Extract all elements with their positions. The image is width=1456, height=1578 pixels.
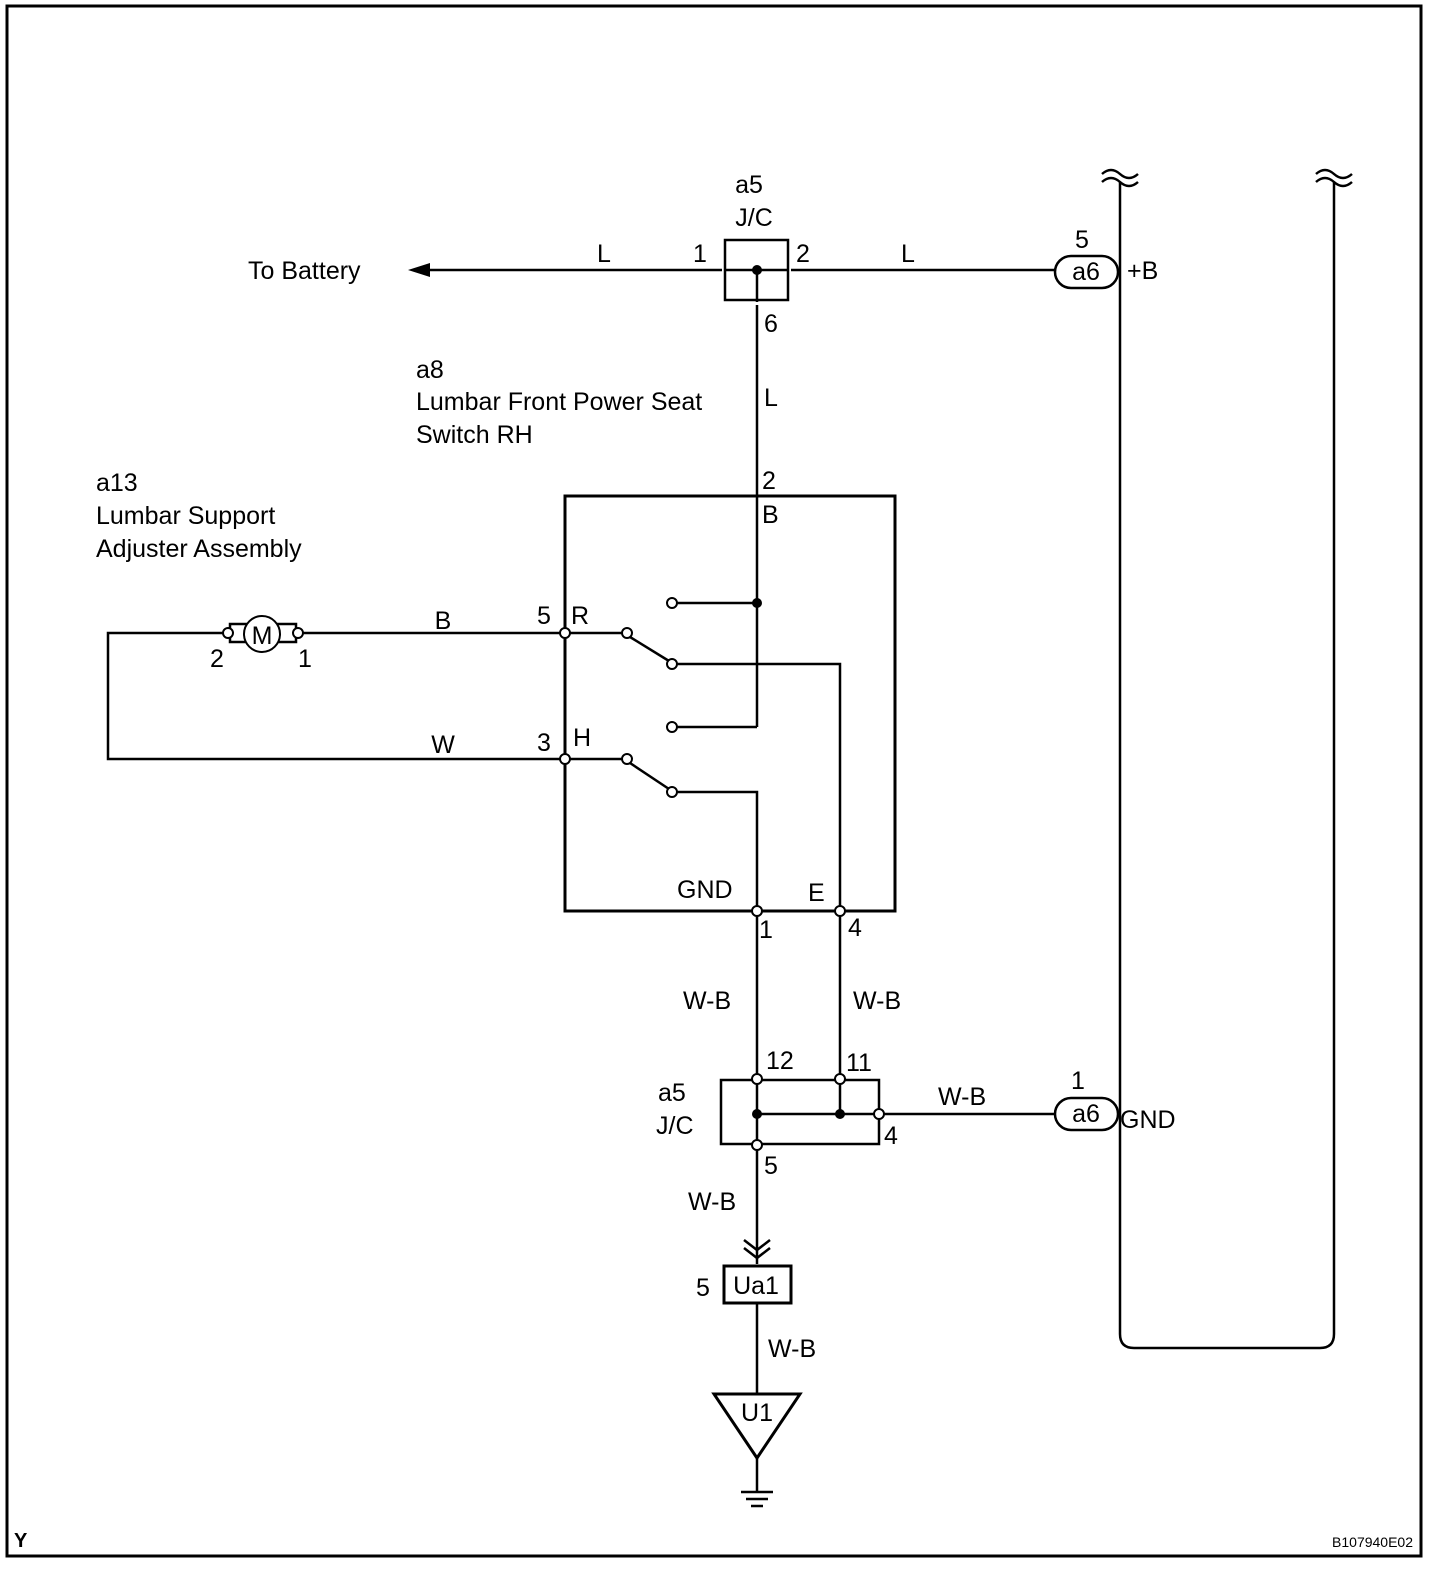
motor-pin-2	[222, 627, 234, 639]
a6-top-signal: +B	[1127, 257, 1158, 285]
motor-icon	[243, 615, 281, 653]
e-wire-color: W-B	[853, 987, 901, 1015]
wire-break-right-icon	[1315, 168, 1353, 188]
gnd-wire-color: W-B	[683, 987, 731, 1015]
corner-mark: Y	[14, 1530, 28, 1552]
switch-pin-e-label: E	[808, 879, 825, 907]
h-to-gnd-wire	[677, 790, 759, 907]
jc-bottom-body	[719, 1078, 881, 1146]
battery-wire-color: L	[597, 240, 611, 268]
jc-bottom-pin-4-num: 4	[884, 1122, 898, 1150]
a6-bottom-code: a6	[1072, 1100, 1100, 1128]
jc-to-a6-gnd-wire-color: W-B	[938, 1083, 986, 1111]
r-to-e-wire	[677, 662, 842, 907]
motor-to-h-wire-color: W	[431, 731, 455, 759]
jc-top-pin-1: 1	[693, 240, 707, 268]
switch-pin-h	[559, 753, 571, 765]
figure-code: B107940E02	[1332, 1534, 1413, 1550]
jc-bottom-pin-12	[751, 1073, 763, 1085]
motor-pin-1	[292, 627, 304, 639]
jc-top-name: J/C	[735, 204, 773, 232]
motor-pin-2-num: 2	[210, 645, 224, 673]
r-contact	[666, 658, 678, 670]
a6-bottom-signal: GND	[1120, 1106, 1176, 1134]
diagram-frame	[5, 4, 1423, 1558]
switch-pin-gnd	[751, 905, 763, 917]
jc-bottom-junction-right	[835, 1109, 845, 1119]
jc-to-switch-wire-color: L	[764, 384, 778, 412]
connector-chevron-icon	[743, 1239, 771, 1260]
motor-to-h-wire	[106, 631, 560, 761]
jc-top-pin-2: 2	[796, 240, 810, 268]
u1-code: U1	[741, 1399, 773, 1427]
r-switch-blade	[629, 635, 670, 663]
a6-top-connector	[1053, 254, 1120, 290]
jc-bottom-pin-11	[834, 1073, 846, 1085]
switch-pin-e	[834, 905, 846, 917]
switch-pin-r	[559, 627, 571, 639]
switch-pin-r-num: 5	[537, 602, 551, 630]
to-battery-label: To Battery	[248, 257, 361, 285]
ua1-to-u1-wire-color: W-B	[768, 1335, 816, 1363]
wire-break-left-icon	[1101, 168, 1139, 188]
adjuster-code: a13	[96, 469, 138, 497]
switch-pin-r-label: R	[571, 602, 589, 630]
motor-label: M	[252, 622, 273, 650]
jc-bottom-name: J/C	[656, 1112, 694, 1140]
switch-code: a8	[416, 356, 444, 384]
jc-bottom-pin-4	[873, 1108, 885, 1120]
r-pivot	[621, 627, 633, 639]
ua1-pin: 5	[696, 1274, 710, 1302]
jc-bottom-pin-11-num: 11	[846, 1049, 872, 1077]
return-loop-wire	[1118, 182, 1336, 1350]
switch-body	[563, 494, 897, 913]
adjuster-name-line2: Adjuster Assembly	[96, 535, 302, 563]
a6-top-pin: 5	[1075, 226, 1089, 254]
jc-bottom-pin-5	[751, 1139, 763, 1151]
jc-bottom-junction-left	[752, 1109, 762, 1119]
upper-junction	[752, 598, 762, 608]
h-pivot	[621, 753, 633, 765]
a6-bottom-connector	[1053, 1096, 1120, 1132]
motor-to-r-wire-color: B	[435, 607, 452, 635]
jc-to-a6-wire-color: L	[901, 240, 915, 268]
battery-arrow-icon	[408, 263, 430, 277]
jc-top-code: a5	[735, 171, 763, 199]
h-switch-blade	[629, 761, 670, 791]
ground-symbol-icon	[741, 1490, 773, 1508]
a6-top-code: a6	[1072, 258, 1100, 286]
h-contact	[666, 786, 678, 798]
switch-pin-b-label: B	[762, 501, 779, 529]
switch-name-line1: Lumbar Front Power Seat	[416, 388, 702, 416]
upper-fixed-contact	[666, 597, 678, 609]
switch-pin-b-num: 2	[762, 467, 776, 495]
lower-fixed-contact	[666, 721, 678, 733]
switch-pin-e-num: 4	[848, 914, 862, 942]
jc-bottom-code: a5	[658, 1079, 686, 1107]
switch-pin-h-label: H	[573, 724, 591, 752]
switch-pin-gnd-label: GND	[677, 876, 733, 904]
switch-pin-h-num: 3	[537, 729, 551, 757]
ua1-code: Ua1	[733, 1272, 779, 1300]
jc-bottom-pin-12-num: 12	[766, 1047, 794, 1075]
jc-top-junction	[752, 265, 762, 275]
a6-bottom-pin: 1	[1071, 1067, 1085, 1095]
motor-pin-1-num: 1	[298, 645, 312, 673]
adjuster-name-line1: Lumbar Support	[96, 502, 275, 530]
jc-bottom-pin-5-num: 5	[764, 1152, 778, 1180]
u1-ground-point	[711, 1392, 803, 1461]
jc-top-body	[723, 238, 790, 302]
switch-pin-gnd-num: 1	[759, 916, 773, 944]
switch-name-line2: Switch RH	[416, 421, 533, 449]
jc-to-ua1-wire-color: W-B	[688, 1188, 736, 1216]
jc-top-pin-6: 6	[764, 310, 778, 338]
